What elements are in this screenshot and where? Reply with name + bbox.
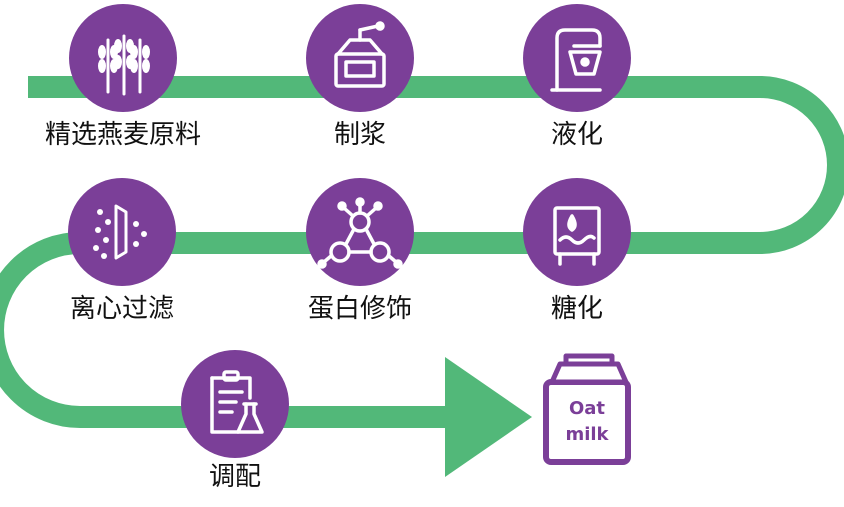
- product-line1: Oat: [569, 398, 605, 419]
- step-2-label: 制浆: [333, 120, 387, 150]
- grinder-icon: [334, 21, 386, 88]
- step-1-circle: [69, 4, 177, 112]
- mixer-icon: [550, 28, 602, 92]
- step-3-label: 液化: [550, 120, 604, 150]
- step-6-label: 离心过滤: [69, 294, 175, 324]
- step-7-circle: [181, 350, 289, 458]
- milk-carton-top: [549, 361, 629, 385]
- step-1-label: 精选燕麦原料: [44, 120, 202, 150]
- step-7-label: 调配: [208, 462, 262, 492]
- step-5-label: 蛋白修饰: [307, 294, 413, 324]
- milk-carton-body: [543, 379, 631, 465]
- step-6-circle: [68, 178, 176, 286]
- molecule-icon: [317, 197, 403, 269]
- heating-tank-icon: [553, 206, 601, 266]
- wheat-icon: [98, 34, 150, 96]
- step-2-circle: [306, 4, 414, 112]
- centrifuge-filter-icon: [93, 204, 147, 260]
- milk-carton-spout: [563, 353, 615, 364]
- process-arrowhead: [445, 357, 532, 477]
- step-4-label: 糖化: [550, 294, 604, 324]
- step-4-circle: [523, 178, 631, 286]
- product-line2: milk: [565, 424, 609, 445]
- clipboard-flask-icon: [210, 370, 264, 434]
- milk-carton: Oat milk: [543, 353, 631, 465]
- step-5-circle: [306, 178, 414, 286]
- step-3-circle: [523, 4, 631, 112]
